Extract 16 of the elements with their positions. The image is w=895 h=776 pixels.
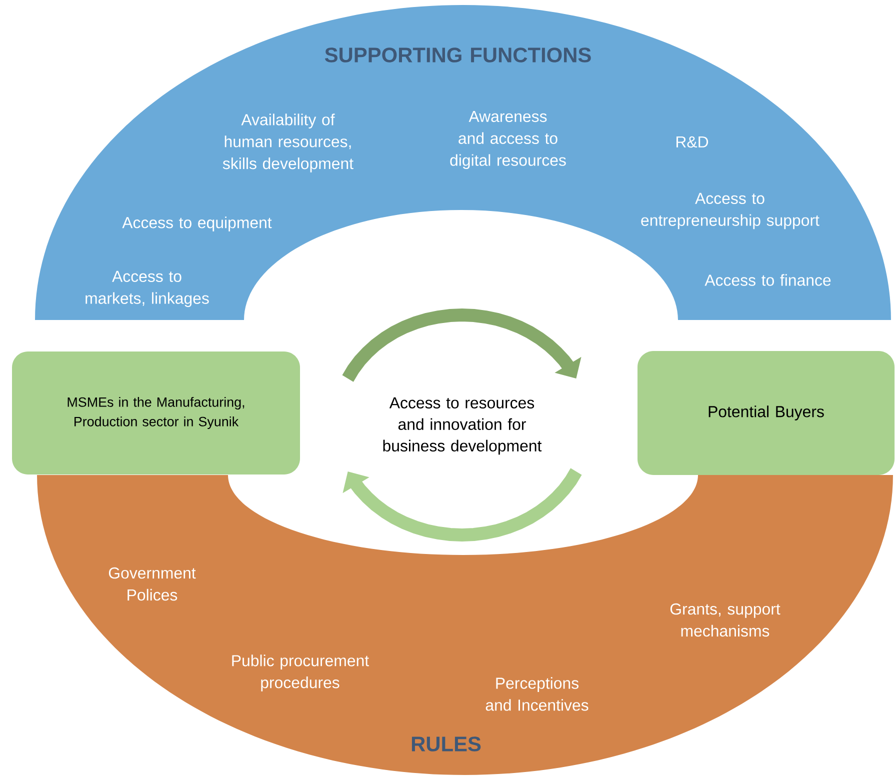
center-text: Access to resources and innovation for business development bbox=[383, 397, 542, 455]
rounded-box: Potential Buyers bbox=[638, 351, 894, 475]
band-text: Government Polices bbox=[108, 567, 196, 601]
band-text: Availability of human resources, skills development bbox=[222, 114, 354, 172]
band-text: Grants, support mechanisms bbox=[670, 603, 780, 637]
band-text: R&D bbox=[676, 136, 708, 148]
band-text: Access to finance bbox=[704, 274, 831, 286]
band-text: Public procurement procedures bbox=[232, 654, 369, 692]
band-text: Perceptions and Incentives bbox=[486, 677, 588, 711]
heading: RULES bbox=[412, 736, 481, 752]
band-text: Access to entrepreneurship support bbox=[641, 192, 820, 230]
band-text: Awareness and access to digital resources bbox=[450, 110, 566, 170]
band-text: Access to equipment bbox=[122, 216, 272, 232]
rounded-box: MSMEs in the Manufacturing, Production sector in Syunik bbox=[12, 352, 300, 474]
band-text: Access to markets, linkages bbox=[86, 270, 209, 308]
heading: SUPPORTING FUNCTIONS bbox=[324, 48, 591, 62]
